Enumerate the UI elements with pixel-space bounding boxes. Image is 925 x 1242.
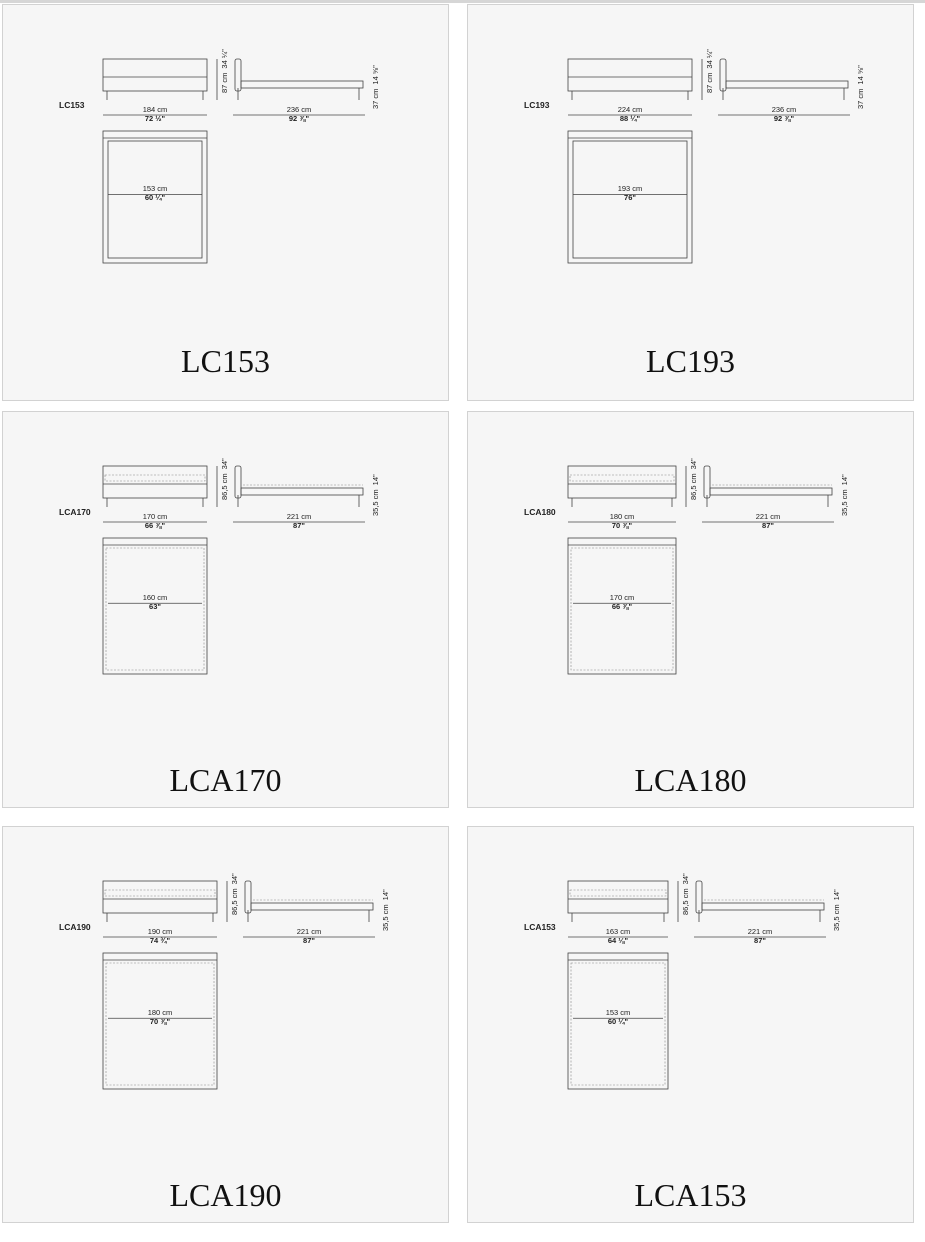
side-elevation xyxy=(695,880,825,922)
side-elevation xyxy=(703,465,833,507)
plan-view xyxy=(567,537,677,675)
model-title: LCA190 xyxy=(169,1177,282,1213)
bed-drawing xyxy=(102,880,375,1090)
plan-view xyxy=(102,537,208,675)
base-height-dimension: 37 cm14 ⅝" xyxy=(856,65,865,109)
plan-view xyxy=(567,130,693,264)
model-title: LCA180 xyxy=(634,762,747,798)
bed-drawing xyxy=(567,465,834,675)
base-height-dimension: 35,5 cm14" xyxy=(381,889,390,931)
front-elevation xyxy=(102,58,218,100)
side-elevation xyxy=(719,58,849,100)
plan-view xyxy=(102,130,208,264)
front-elevation xyxy=(567,465,687,507)
side-elevation xyxy=(234,465,364,507)
front-elevation xyxy=(567,880,679,922)
bed-drawing xyxy=(102,58,365,264)
front-elevation xyxy=(567,58,703,100)
model-code: LCA180 xyxy=(524,507,556,517)
model-title: LC193 xyxy=(646,343,735,379)
base-height-dimension: 35,5 cm14" xyxy=(832,889,841,931)
plan-view xyxy=(102,952,218,1090)
model-code: LCA190 xyxy=(59,922,91,932)
height-dimension: 86,5 cm34" xyxy=(689,458,698,500)
base-height-dimension: 35,5 cm14" xyxy=(840,474,849,516)
model-title: LCA170 xyxy=(169,762,282,798)
model-code: LC153 xyxy=(59,100,85,110)
height-dimension: 86,5 cm34" xyxy=(220,458,229,500)
side-elevation xyxy=(244,880,374,922)
model-title: LC153 xyxy=(181,343,270,379)
height-dimension: 86,5 cm34" xyxy=(681,873,690,915)
plan-view xyxy=(567,952,669,1090)
front-elevation xyxy=(102,465,218,507)
model-title: LCA153 xyxy=(634,1177,747,1213)
height-dimension: 86,5 cm34" xyxy=(230,873,239,915)
bed-drawing xyxy=(567,58,850,264)
bed-drawing xyxy=(567,880,826,1090)
height-dimension: 87 cm34 ¼" xyxy=(705,49,714,93)
top-border xyxy=(0,0,925,3)
model-code: LCA153 xyxy=(524,922,556,932)
model-code: LC193 xyxy=(524,100,550,110)
base-height-dimension: 37 cm14 ⅝" xyxy=(371,65,380,109)
model-code: LCA170 xyxy=(59,507,91,517)
height-dimension: 87 cm34 ¼" xyxy=(220,49,229,93)
base-height-dimension: 35,5 cm14" xyxy=(371,474,380,516)
bed-drawing xyxy=(102,465,365,675)
side-elevation xyxy=(234,58,364,100)
front-elevation xyxy=(102,880,228,922)
